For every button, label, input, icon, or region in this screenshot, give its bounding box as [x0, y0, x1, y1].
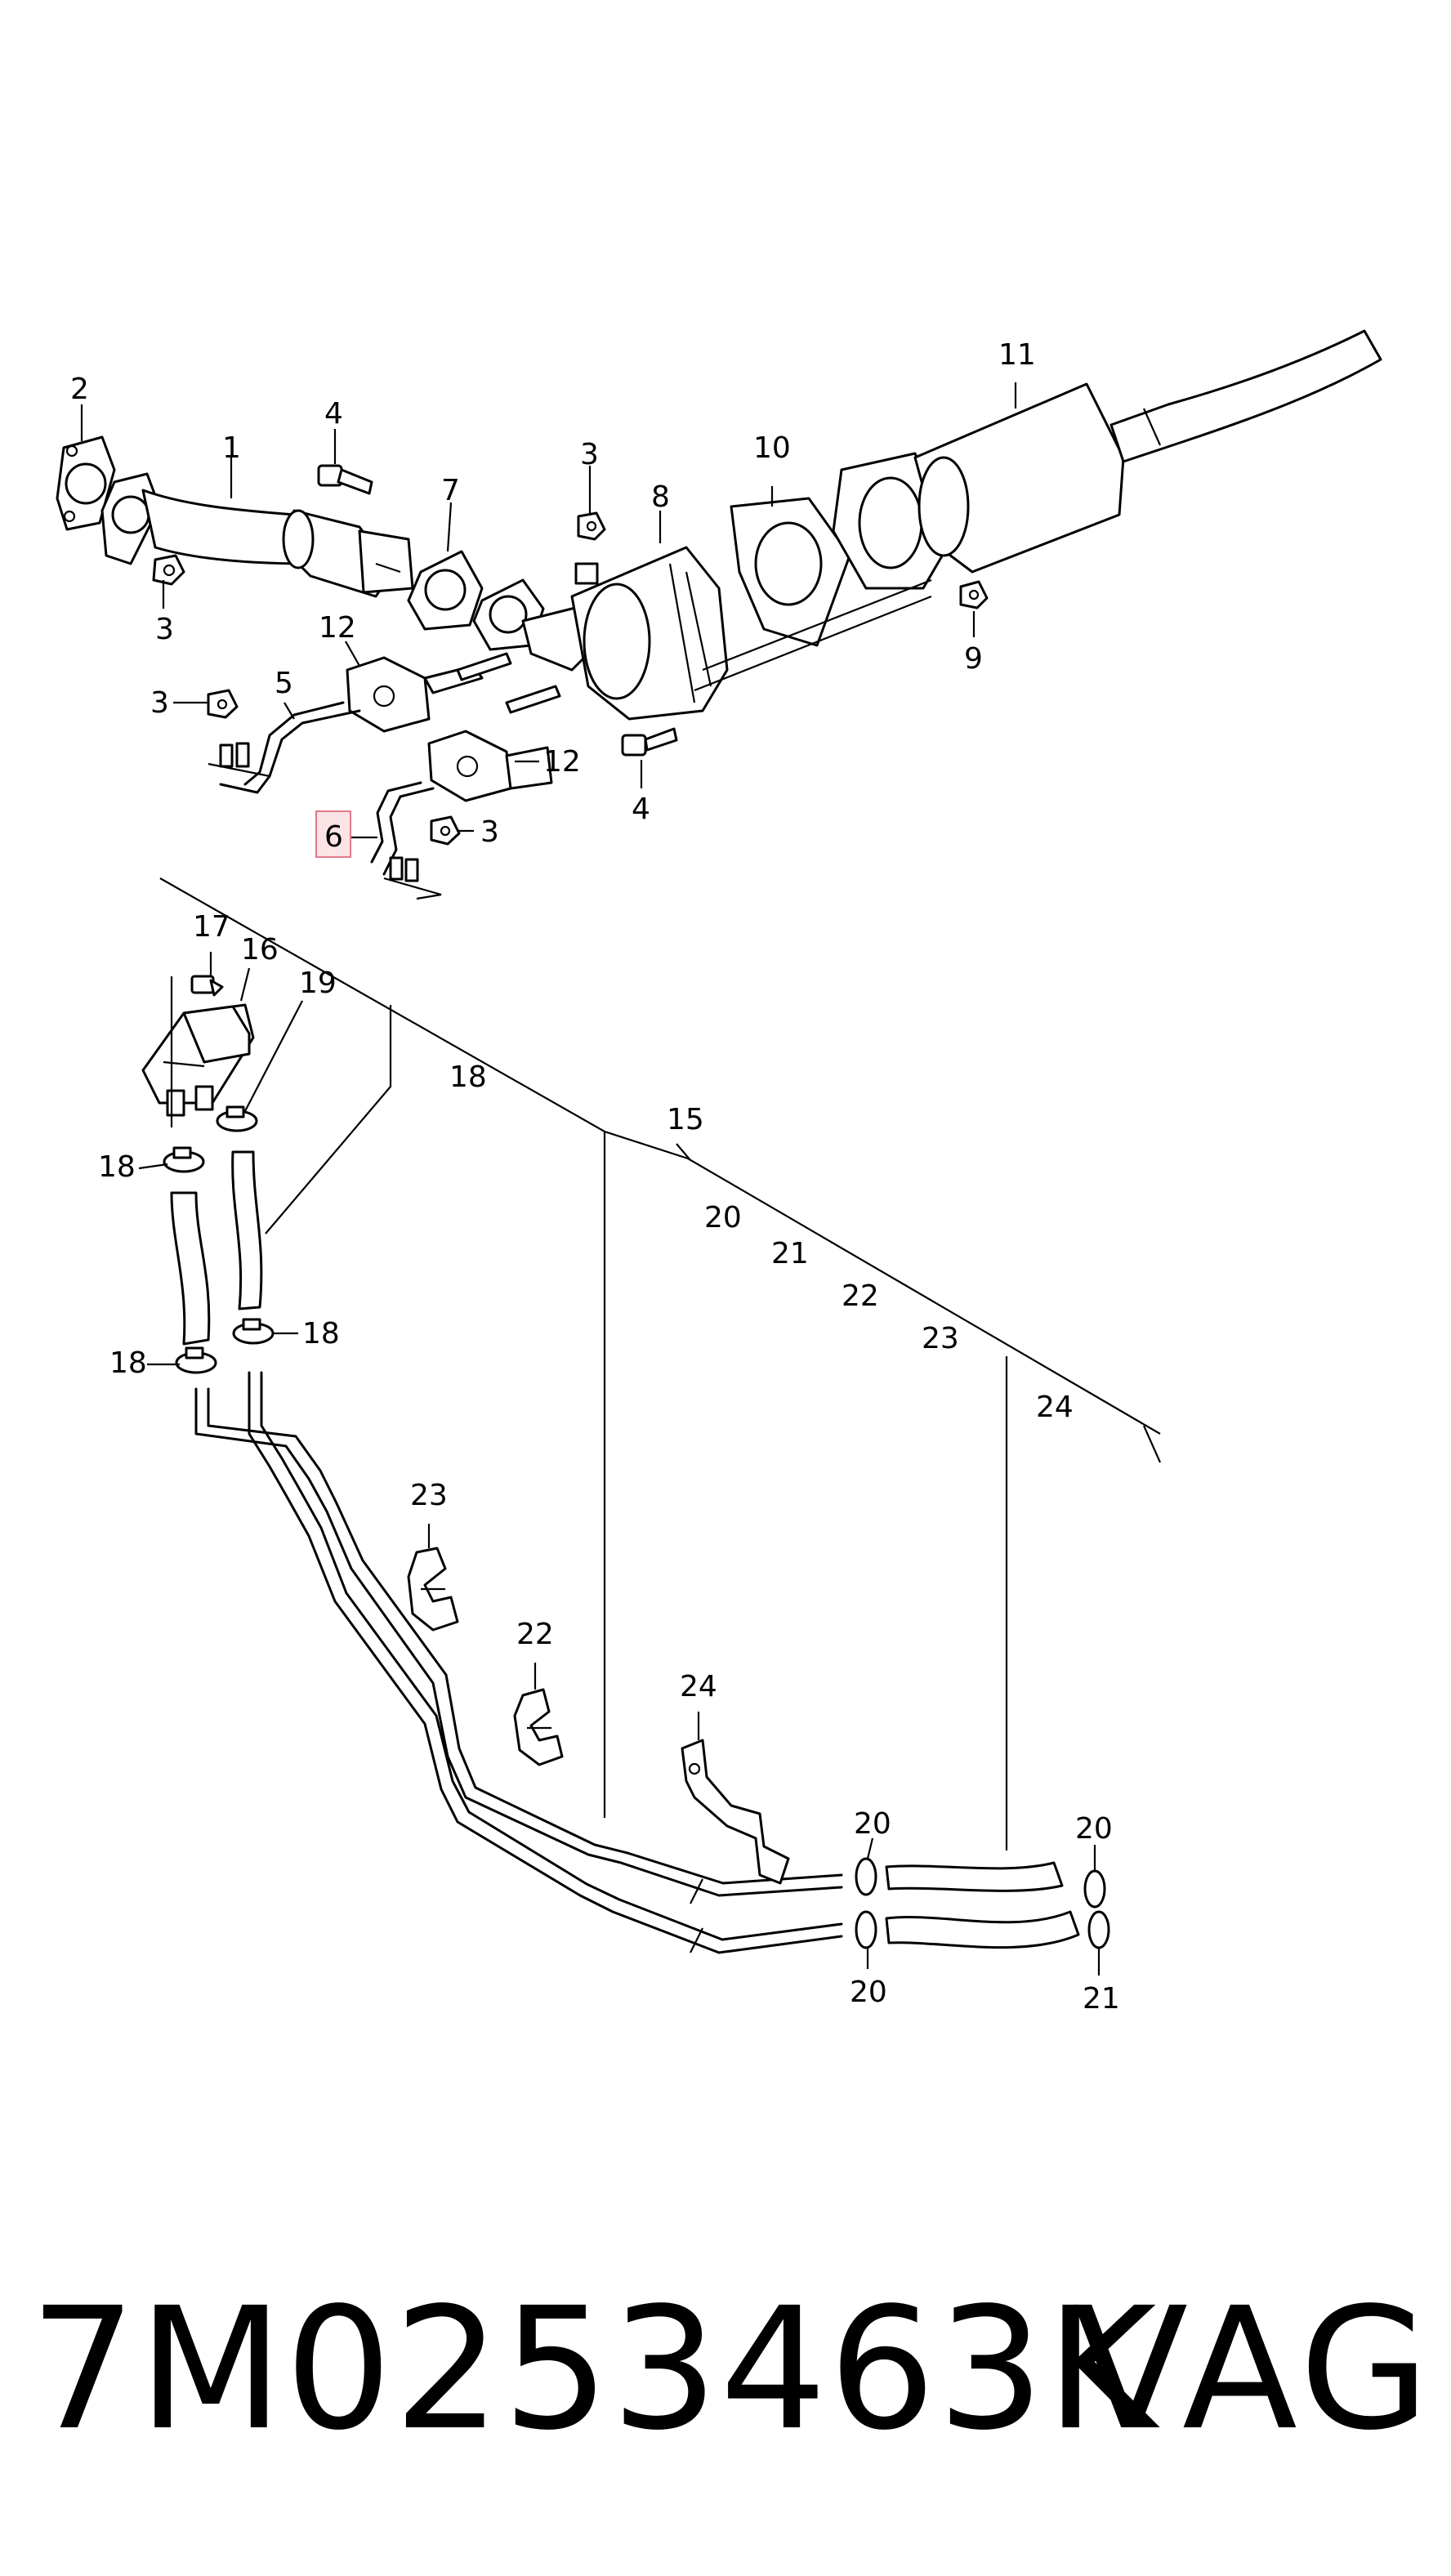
- label-20-a: 20: [704, 1201, 742, 1234]
- nut-part-3-left[interactable]: [152, 554, 185, 586]
- label-24-b: 24: [680, 1670, 717, 1703]
- nut-part-9[interactable]: [959, 580, 989, 609]
- connecting-hose-upper[interactable]: [885, 1861, 1064, 1892]
- pipe-clip-part-22[interactable]: [513, 1688, 564, 1766]
- label-24-a: 24: [1036, 1391, 1074, 1424]
- hose-clamp-part-18-left[interactable]: [175, 1346, 217, 1374]
- pressure-pipe-2[interactable]: [248, 1371, 843, 1954]
- label-23-a: 23: [922, 1322, 959, 1355]
- pressure-sensor-part-16[interactable]: [141, 976, 255, 1127]
- bracket-part-5[interactable]: [208, 701, 361, 794]
- footer: 7M0253463K VAG: [29, 2271, 1435, 2467]
- label-20-d: 20: [850, 1976, 887, 2009]
- label-17: 17: [193, 910, 230, 944]
- nut-part-3-upper[interactable]: [577, 511, 606, 541]
- hose-clamp-part-20-c[interactable]: [1083, 1869, 1106, 1909]
- connecting-hose-lower[interactable]: [885, 1910, 1080, 1949]
- label-3-c: 3: [150, 686, 169, 720]
- hose-clamp-part-18-upper[interactable]: [163, 1146, 205, 1173]
- label-3-a: 3: [155, 613, 174, 646]
- part-number: 7M0253463K: [29, 2271, 1159, 2467]
- label-22-b: 22: [516, 1618, 554, 1651]
- label-18-c: 18: [109, 1346, 147, 1380]
- label-8: 8: [651, 480, 670, 514]
- pipe-clip-part-23[interactable]: [407, 1547, 459, 1632]
- vacuum-hose-right[interactable]: [231, 1150, 263, 1310]
- nut-part-3-bracket[interactable]: [207, 689, 239, 719]
- label-18-d: 18: [302, 1317, 340, 1351]
- label-6: 6: [324, 820, 343, 854]
- label-10: 10: [753, 431, 791, 465]
- bolt-part-4-lower[interactable]: [621, 727, 678, 757]
- label-9: 9: [964, 642, 983, 676]
- label-16: 16: [241, 933, 279, 967]
- label-7: 7: [441, 474, 460, 507]
- label-18-a: 18: [449, 1060, 487, 1094]
- gasket-part-2[interactable]: [56, 435, 116, 531]
- gasket-part-7[interactable]: [407, 550, 484, 631]
- label-3-b: 3: [580, 438, 599, 471]
- highlight-box-part-6: [315, 810, 351, 858]
- label-1: 1: [222, 431, 241, 465]
- label-4-a: 4: [324, 397, 343, 431]
- hose-clamp-part-19[interactable]: [216, 1105, 258, 1132]
- hose-clamp-part-21[interactable]: [1087, 1910, 1110, 1949]
- label-12-a: 12: [319, 611, 356, 645]
- screw-part-17[interactable]: [190, 975, 224, 997]
- label-3-d: 3: [480, 815, 499, 849]
- rubber-mount-part-12-lower[interactable]: [427, 730, 553, 802]
- label-5: 5: [275, 667, 293, 700]
- muffler-part-11[interactable]: [832, 329, 1382, 590]
- bracket-part-6[interactable]: [370, 781, 442, 900]
- label-20-b: 20: [854, 1807, 891, 1841]
- hose-clamp-part-20-a[interactable]: [855, 1857, 877, 1896]
- label-12-b: 12: [543, 745, 581, 779]
- callout-labels: 1 2 3 4 7 3 8 10 11 9 12 3 5 12 4 6 3 17…: [70, 338, 1120, 2016]
- brand-name: VAG: [1073, 2271, 1435, 2467]
- label-20-c: 20: [1075, 1812, 1113, 1846]
- gasket-part-10[interactable]: [730, 497, 851, 647]
- label-22-a: 22: [842, 1279, 879, 1313]
- vacuum-hose-left[interactable]: [170, 1191, 211, 1346]
- label-21-b: 21: [1083, 1982, 1120, 2016]
- pressure-pipe-1[interactable]: [194, 1387, 843, 1897]
- catalytic-converter-part-8[interactable]: [521, 546, 729, 721]
- label-15: 15: [667, 1103, 704, 1136]
- label-19: 19: [299, 967, 337, 1000]
- label-2: 2: [70, 373, 89, 406]
- label-21-a: 21: [771, 1237, 809, 1270]
- label-23-b: 23: [410, 1479, 448, 1512]
- label-18-b: 18: [98, 1150, 136, 1184]
- pipe-bracket-part-24[interactable]: [681, 1739, 790, 1885]
- hose-clamp-part-18-right[interactable]: [232, 1318, 275, 1345]
- nut-part-3-lower[interactable]: [430, 815, 461, 846]
- label-4-b: 4: [632, 792, 650, 826]
- front-pipe-part-1[interactable]: [100, 472, 414, 598]
- hose-clamp-part-20-b[interactable]: [855, 1910, 877, 1949]
- label-11: 11: [998, 338, 1036, 372]
- bolt-part-4-upper[interactable]: [317, 464, 373, 495]
